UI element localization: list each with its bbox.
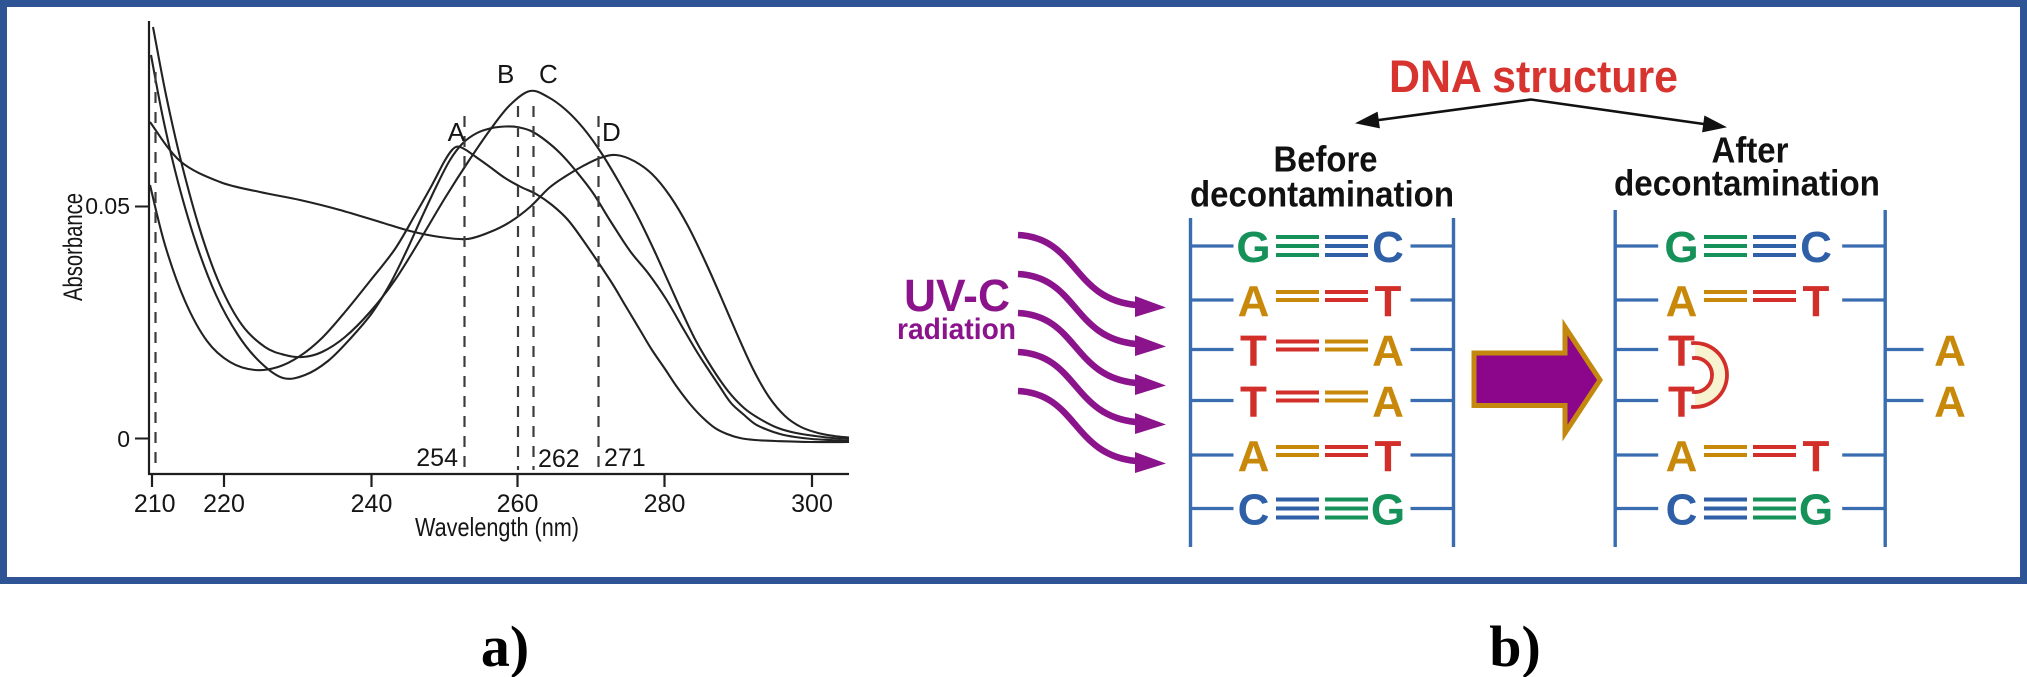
svg-text:decontamination: decontamination xyxy=(1614,163,1880,204)
svg-text:A: A xyxy=(1238,432,1270,481)
svg-text:A: A xyxy=(1666,432,1698,481)
svg-text:D: D xyxy=(602,117,621,147)
svg-text:Absorbance: Absorbance xyxy=(58,193,88,301)
svg-text:300: 300 xyxy=(791,490,833,518)
svg-text:262: 262 xyxy=(538,445,580,473)
svg-text:A: A xyxy=(1934,327,1966,376)
svg-text:Before: Before xyxy=(1274,139,1378,180)
svg-text:UV-C: UV-C xyxy=(904,270,1010,321)
svg-text:C: C xyxy=(1238,486,1270,535)
svg-text:a): a) xyxy=(481,614,529,677)
svg-text:C: C xyxy=(1372,223,1404,272)
svg-text:A: A xyxy=(1372,327,1404,376)
svg-text:decontamination: decontamination xyxy=(1190,174,1454,215)
svg-text:C: C xyxy=(1666,486,1698,535)
svg-text:radiation: radiation xyxy=(897,313,1016,346)
svg-text:T: T xyxy=(1375,277,1402,326)
svg-text:G: G xyxy=(1371,486,1405,535)
svg-text:A: A xyxy=(1934,378,1966,427)
svg-text:Wavelength (nm): Wavelength (nm) xyxy=(415,512,579,542)
svg-text:A: A xyxy=(448,117,466,147)
svg-text:0.05: 0.05 xyxy=(85,193,130,219)
svg-text:A: A xyxy=(1238,277,1270,326)
svg-text:C: C xyxy=(539,59,558,89)
svg-text:T: T xyxy=(1375,432,1402,481)
svg-text:210: 210 xyxy=(134,490,176,518)
svg-text:DNA structure: DNA structure xyxy=(1389,51,1678,102)
svg-text:B: B xyxy=(497,59,514,89)
svg-text:T: T xyxy=(1803,277,1830,326)
svg-text:A: A xyxy=(1666,277,1698,326)
svg-text:T: T xyxy=(1803,432,1830,481)
svg-text:0: 0 xyxy=(117,426,130,452)
svg-text:254: 254 xyxy=(416,444,458,472)
svg-text:G: G xyxy=(1236,223,1270,272)
svg-text:T: T xyxy=(1240,378,1267,427)
svg-text:A: A xyxy=(1372,378,1404,427)
svg-text:240: 240 xyxy=(351,490,393,518)
svg-text:G: G xyxy=(1664,223,1698,272)
svg-text:220: 220 xyxy=(203,490,245,518)
svg-text:T: T xyxy=(1668,378,1695,427)
svg-text:G: G xyxy=(1799,486,1833,535)
svg-text:T: T xyxy=(1668,327,1695,376)
svg-text:b): b) xyxy=(1489,614,1541,677)
svg-text:271: 271 xyxy=(604,444,646,472)
svg-text:T: T xyxy=(1240,327,1267,376)
svg-text:260: 260 xyxy=(497,490,539,518)
svg-text:280: 280 xyxy=(644,490,686,518)
svg-text:C: C xyxy=(1800,223,1832,272)
svg-text:After: After xyxy=(1712,130,1789,171)
